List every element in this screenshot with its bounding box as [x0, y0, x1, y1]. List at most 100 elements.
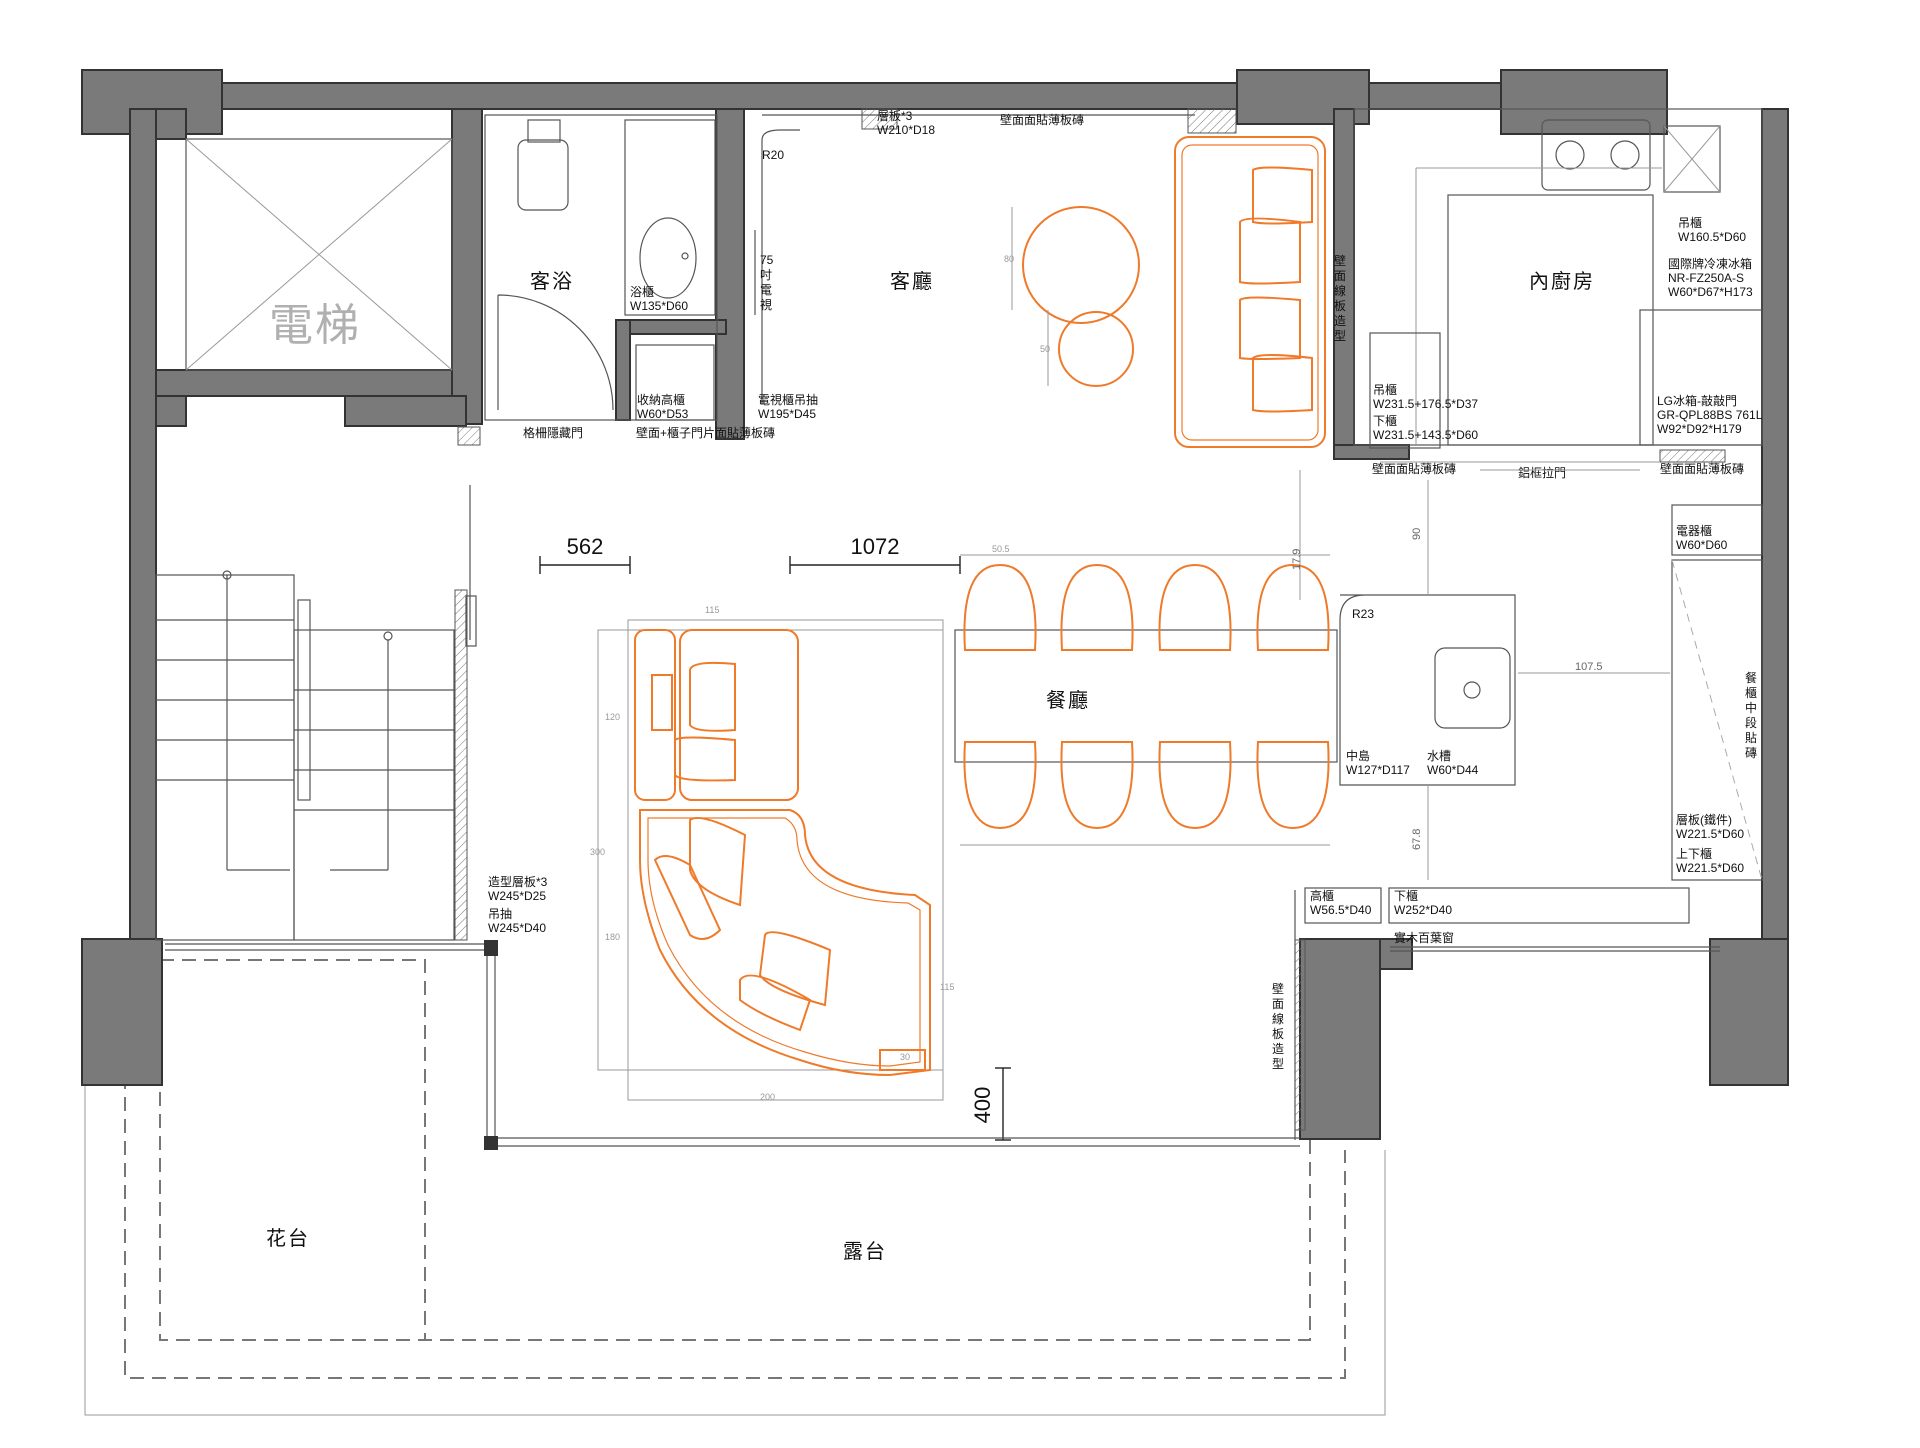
aluminum-door-label: 鋁框拉門: [1518, 465, 1566, 480]
wall-line2-label-4: 板: [1272, 1027, 1284, 1041]
elevator-label: 電梯: [269, 300, 361, 351]
upper-cabinet-size: W231.5+176.5*D37: [1373, 397, 1478, 411]
tv-label-4: 視: [760, 297, 772, 312]
hanging-drawer-label: 吊抽: [488, 907, 512, 921]
fridge1-size: W60*D67*H173: [1668, 285, 1753, 299]
hatched-fill: [454, 108, 1726, 1131]
fridge1-model: NR-FZ250A-S: [1668, 271, 1744, 285]
tall-cabinet-label: 高櫃: [1310, 888, 1334, 903]
rug-dim-200: 200: [760, 1092, 775, 1102]
bath-cabinet-size: W135*D60: [630, 299, 688, 313]
dim-400: 400: [970, 1087, 995, 1124]
wall-line-label-1: 壁: [1334, 253, 1346, 268]
dim-67-8: 67.8: [1411, 829, 1423, 850]
wall-tile-right-label: 壁面面貼薄板磚: [1660, 461, 1744, 476]
fridge2-label: LG冰箱-敲敲門: [1657, 393, 1737, 408]
living-room-label: 客廳: [890, 269, 934, 293]
table-dim-50: 50: [1040, 344, 1050, 354]
hanging-cabinet-label: 吊櫃: [1678, 216, 1702, 230]
walls: [81, 69, 1789, 1140]
shelf-label: 層板*3: [877, 109, 913, 123]
dining-room-label: 餐廳: [1046, 688, 1090, 712]
wall-tile-mid-label: 壁面面貼薄板磚: [1372, 461, 1456, 476]
dining-room: 餐廳 50.5 R23 中島 W127*D117 水槽 W60*D44 107.…: [954, 470, 1720, 1071]
lower-cabinet-size: W231.5+143.5*D60: [1373, 428, 1478, 442]
kitchen: 內廚房 吊櫃 W231.5+176.5*D37 下櫃 W231.5+143.5*…: [1353, 108, 1763, 480]
wall-line2-label-6: 型: [1272, 1057, 1284, 1071]
fridge1-label: 國際牌冷凍冰箱: [1668, 256, 1752, 271]
shelf-size: W210*D18: [877, 123, 935, 137]
dining-tile-label-6: 磚: [1745, 746, 1757, 760]
radius-r23: R23: [1352, 607, 1374, 621]
dining-tile-label-2: 櫃: [1745, 686, 1757, 700]
fridge2-size: W92*D92*H179: [1657, 422, 1742, 436]
living-room: R20 層板*3 W210*D18 壁面面貼薄板磚 75 吋 電 視 電視櫃吊抽…: [754, 109, 1346, 448]
low-cabinet-label: 下櫃: [1394, 889, 1418, 903]
iron-shelf-label: 層板(鐵件): [1676, 812, 1732, 827]
wall-line2-label-5: 造: [1272, 1042, 1284, 1056]
wall-line-label-2: 面: [1334, 269, 1346, 283]
wall-line-label-3: 線: [1334, 283, 1346, 298]
kitchen-label: 內廚房: [1529, 269, 1595, 293]
low-cabinet-size: W252*D40: [1394, 903, 1452, 917]
tv-label-1: 75: [760, 253, 774, 267]
guest-bathroom: 客浴 浴櫃 W135*D60 收納高櫃 W60*D53 格柵隱藏門 壁面+櫃子門…: [484, 114, 775, 440]
sofa-dim-180: 180: [605, 932, 620, 942]
wall-line-label-5: 造: [1334, 314, 1346, 328]
tv-label-3: 電: [760, 283, 772, 297]
appliance-cabinet-size: W60*D60: [1676, 538, 1728, 552]
wall-line-label-4: 板: [1334, 299, 1346, 313]
hanging-cabinet-size: W160.5*D60: [1678, 230, 1746, 244]
dim-107-5: 107.5: [1575, 661, 1603, 673]
dim-90: 90: [1411, 528, 1423, 540]
iron-shelf-size: W221.5*D60: [1676, 827, 1744, 841]
tall-cabinet-size: W56.5*D40: [1310, 903, 1372, 917]
wall-tile-top-label: 壁面面貼薄板磚: [1000, 112, 1084, 127]
dining-tile-label-5: 貼: [1745, 730, 1757, 745]
sofa-dim-115b: 115: [940, 982, 954, 992]
hanging-drawer-size: W245*D40: [488, 921, 546, 935]
tv-drawer-size: W195*D45: [758, 407, 816, 421]
terrace-outline: [84, 959, 1386, 1416]
island-label: 中島: [1346, 748, 1370, 763]
louver-window-label: 實木百葉窗: [1394, 930, 1454, 945]
wall-line2-label-3: 線: [1272, 1011, 1284, 1026]
lower-cabinet-label: 下櫃: [1373, 414, 1397, 428]
bath-cabinet-label: 浴櫃: [630, 285, 654, 299]
sink-size: W60*D44: [1427, 763, 1479, 777]
lounge-sofa: 115 120 300 180 115 30 200: [590, 605, 954, 1102]
radius-r20: R20: [762, 148, 784, 162]
wall-line-label-6: 型: [1334, 329, 1346, 343]
shaped-shelf-size: W245*D25: [488, 889, 546, 903]
fridge2-model: GR-QPL88BS 761L: [1657, 408, 1763, 422]
sofa-dim-300: 300: [590, 847, 605, 857]
dining-tile-label-1: 餐: [1745, 670, 1757, 685]
storage-cabinet-label: 收納高櫃: [637, 392, 685, 407]
wall-line2-label-1: 壁: [1272, 981, 1284, 996]
grille-door-label: 格柵隱藏門: [523, 425, 583, 440]
storage-cabinet-size: W60*D53: [637, 407, 689, 421]
dimension-lines: 562 1072 400: [539, 534, 1011, 1141]
tv-label-2: 吋: [760, 268, 772, 282]
shaped-shelf-label: 造型層板*3: [488, 875, 548, 889]
island-size: W127*D117: [1346, 763, 1410, 777]
wall-cabinet-tile-label: 壁面+櫃子門片面貼薄板磚: [636, 425, 775, 440]
tv-drawer-label: 電視櫃吊抽: [758, 392, 818, 407]
dim-17-9: 17.9: [1291, 549, 1303, 570]
sink-label: 水槽: [1427, 749, 1451, 763]
guest-bath-label: 客浴: [530, 269, 574, 293]
sofa-dim-30: 30: [900, 1052, 910, 1062]
sofa-dim-115: 115: [705, 605, 719, 615]
upper-cabinet-label: 吊櫃: [1373, 383, 1397, 397]
terrace-label: 露台: [843, 1239, 887, 1263]
elevator: 電梯: [185, 138, 453, 371]
dim-1072: 1072: [851, 534, 900, 559]
appliance-cabinet-label: 電器櫃: [1676, 524, 1712, 538]
wall-line2-label-2: 面: [1272, 997, 1284, 1011]
dining-tile-label-4: 段: [1745, 715, 1757, 730]
right-storage: 電器櫃 W60*D60 餐 櫃 中 段 貼 磚 層板(鐵件) W221.5*D6…: [1671, 504, 1763, 881]
updown-cabinet-label: 上下櫃: [1676, 847, 1712, 861]
chair-dim: 50.5: [992, 544, 1010, 554]
planter-label: 花台: [266, 1226, 310, 1250]
